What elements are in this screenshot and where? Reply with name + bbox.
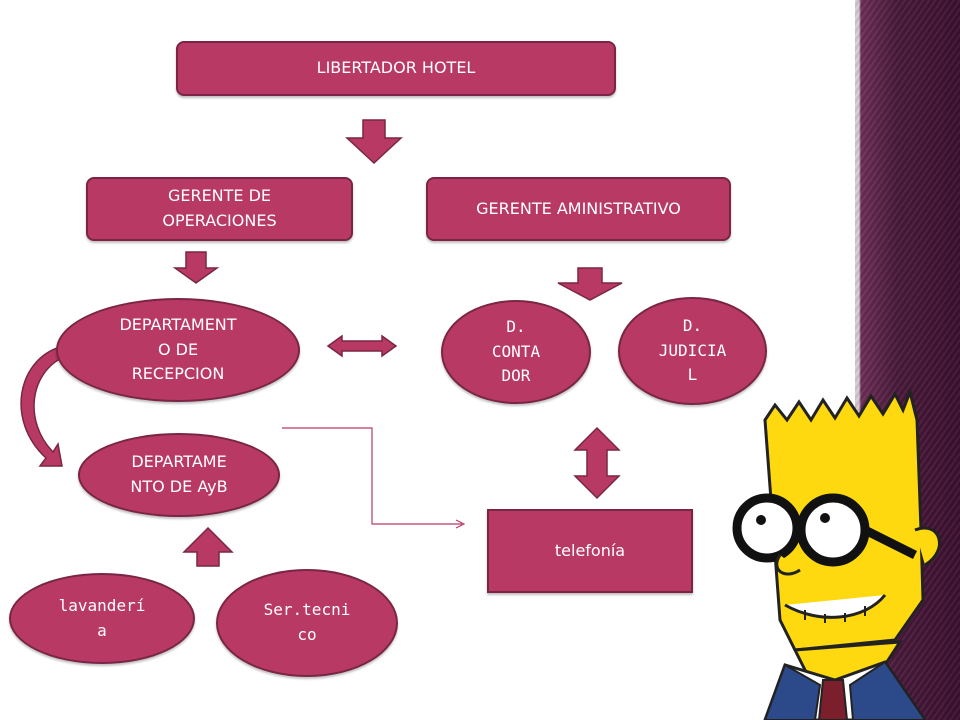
elbow-connector: [282, 427, 462, 525]
node-ser-tecnico: Ser.tecni co: [216, 569, 398, 677]
node-telefonia: telefonía: [487, 509, 693, 593]
node-lavanderia: lavanderí a: [9, 573, 195, 664]
node-d-judicial: D. JUDICIA L: [618, 297, 767, 405]
node-libertador-hotel: LIBERTADOR HOTEL: [176, 41, 616, 96]
elbow-connector-head: [455, 519, 466, 529]
node-gerente-administrativo: GERENTE AMINISTRATIVO: [426, 177, 731, 241]
node-departamento-recepcion: DEPARTAMENT O DE RECEPCION: [56, 298, 300, 402]
curved-arrow-recepcion-ayb: [20, 346, 65, 467]
arrow-double-horizontal: [326, 334, 398, 358]
node-departamento-ayb: DEPARTAME NTO DE AyB: [78, 433, 280, 517]
arrow-up-ayb: [182, 526, 234, 567]
cartoon-character-illustration: [732, 387, 941, 720]
node-d-contador: D. CONTA DOR: [441, 300, 591, 404]
arrow-double-vertical: [573, 426, 621, 500]
node-gerente-operaciones: GERENTE DE OPERACIONES: [86, 177, 353, 241]
arrow-down-ops: [172, 251, 220, 284]
arrow-down-admin: [557, 267, 623, 301]
arrow-down-top: [345, 119, 403, 165]
